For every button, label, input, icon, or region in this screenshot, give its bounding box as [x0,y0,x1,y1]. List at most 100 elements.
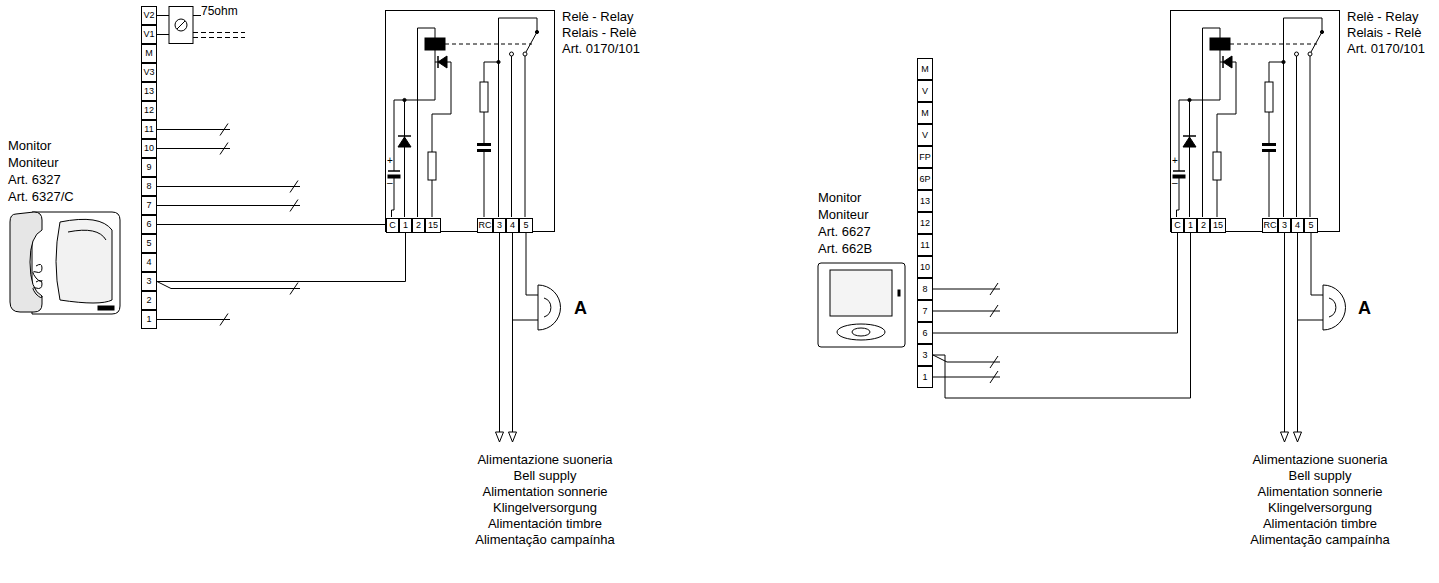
terminal-name: 7 [146,201,151,210]
terminal-cell: M [917,58,933,80]
terminal-cell: 6 [141,215,157,234]
terminal-cell: V2 [141,6,157,25]
wire [1298,320,1324,321]
terminal-cell: 5 [141,234,157,253]
terminal-name: 1 [146,315,151,324]
terminator-resistor [169,7,193,44]
handset-monitor [10,212,120,314]
terminal-name: 5 [1308,221,1313,230]
relay-title: Art. 0170/101 [1347,41,1425,57]
relay-internals [1173,18,1324,217]
terminal-name: 15 [428,221,438,230]
terminal-name: M [145,49,153,58]
terminal-name: 4 [1295,221,1300,230]
text-label: Bell supply [514,468,577,484]
relay-title: Relais - Relè [1347,25,1425,41]
text-label: Klingelversorgung [493,500,597,516]
wire [157,129,230,130]
terminal-cell: 5 [519,218,533,233]
terminal-cell: 8 [141,177,157,196]
flat-monitor [818,263,905,347]
terminal-cell: 3 [141,272,157,291]
terminal-name: RC [1264,221,1277,230]
wire [512,233,513,440]
terminal-name: RC [479,221,492,230]
terminal-name: V [922,87,928,96]
terminal-cell: 3 [1278,218,1291,233]
terminal-name: 13 [920,197,930,206]
wire [933,311,1000,312]
text-label: 75ohm [201,4,238,18]
terminal-cell: M [917,102,933,124]
terminal-cell: V1 [141,25,157,44]
terminal-name: 2 [146,296,151,305]
terminal-name: 6P [919,175,930,184]
terminal-cell: V [917,124,933,146]
terminal-cell: 1 [1184,218,1197,233]
terminal-cell: 1 [141,310,157,329]
supply-arrow [496,432,504,442]
terminal-name: C [1174,221,1181,230]
text-label: Art. 662B [818,241,872,257]
terminal-name: 7 [922,307,927,316]
terminal-cell: C [386,218,399,233]
supply-arrow [1294,432,1302,442]
text-label: Moniteur [8,155,59,171]
text-label: Alimentação campaínha [1250,532,1389,548]
terminal-name: 3 [1282,221,1287,230]
terminal-name: 1 [1188,221,1193,230]
cut-mark [990,283,998,295]
relay-title: Art. 0170/101 [562,41,640,57]
terminal-cell: 7 [141,196,157,215]
wire [1297,233,1298,440]
terminal-cell: 4 [506,218,519,233]
callout-letter: A [1358,298,1371,320]
cut-mark [220,124,228,136]
wire-connector [157,225,393,234]
text-label: – [387,177,393,189]
wire [513,320,539,321]
callout-letter: A [574,298,587,320]
bell-symbol [538,285,561,330]
wire-connector [933,233,1191,398]
terminal-name: V3 [143,68,154,77]
handset-monitor [10,212,42,312]
coax-line [193,32,245,33]
terminator-resistor [175,19,187,31]
handset-monitor [32,212,120,314]
terminal-name: M [921,109,929,118]
wire [933,377,1000,378]
flat-monitor [830,270,892,316]
text-label: – [1172,177,1178,189]
text-label: Monitor [8,138,51,154]
terminal-cell: 11 [917,234,933,256]
terminal-name: 12 [144,106,154,115]
terminal-name: 11 [144,125,153,134]
handset-monitor [33,280,42,297]
flat-monitor [837,324,885,340]
relay-heading: Relè - RelayRelais - RelèArt. 0170/101 [1347,9,1425,57]
terminal-cell: 2 [412,218,425,233]
terminal-cell: 2 [1197,218,1210,233]
terminal-cell: FP [917,146,933,168]
terminal-cell: 4 [141,253,157,272]
text-label: Art. 6327/C [8,189,74,205]
handset-monitor [56,219,112,303]
terminal-name: V1 [143,30,154,39]
text-label: Alimentation sonnerie [1257,484,1382,500]
terminal-name: 1 [403,221,408,230]
cut-mark [220,314,228,326]
relay-heading: Relè - RelayRelais - RelèArt. 0170/101 [562,9,640,57]
terminal-cell: 6 [917,322,933,344]
terminal-name: V [922,131,928,140]
text-label: + [387,155,393,167]
terminal-name: 2 [416,221,421,230]
terminal-name: 2 [1201,221,1206,230]
wire [1311,233,1323,295]
cut-mark [990,305,998,317]
flat-monitor [852,328,870,336]
flat-monitor [898,290,900,296]
